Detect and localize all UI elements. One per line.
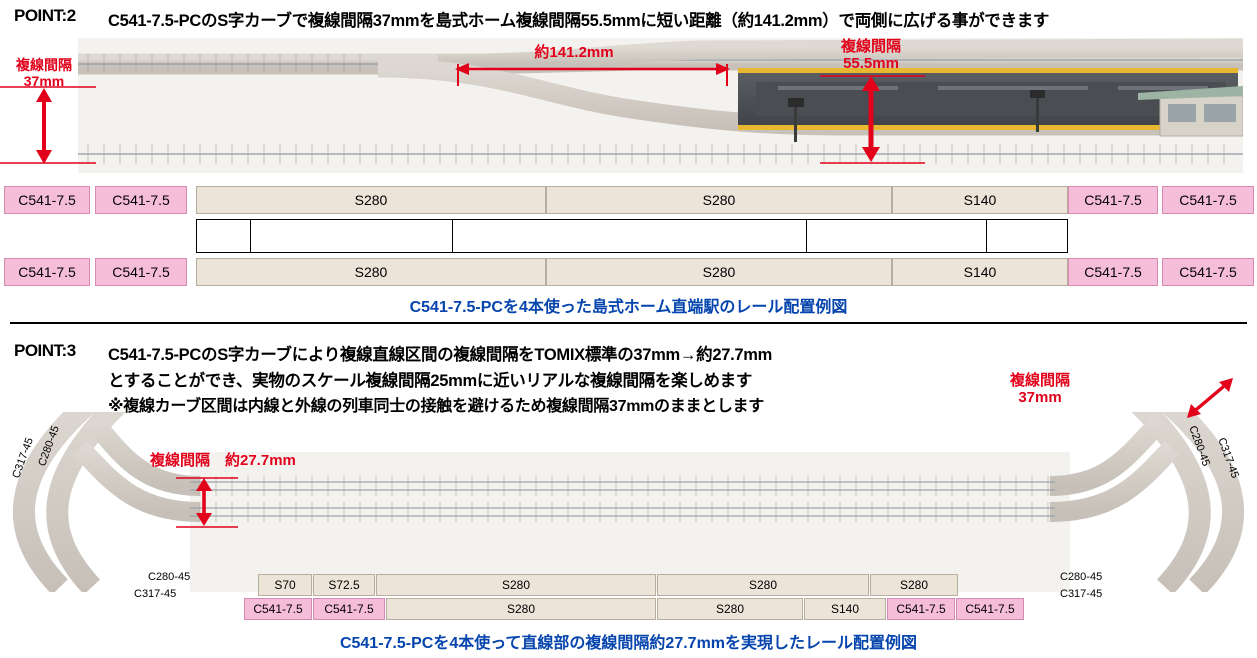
- point2-caption-wrap: C541-7.5-PCを4本使った島式ホーム直端駅のレール配置例図: [0, 293, 1257, 317]
- point3-line3: ※複線カーブ区間は内線と外線の列車同士の接触を避けるため複線間隔37mmのままと…: [108, 398, 764, 415]
- plan-piece: C541-7.5: [1162, 258, 1254, 286]
- point2-headline: C541-7.5-PCのS字カーブで複線間隔37mmを島式ホーム複線間隔55.5…: [108, 12, 1050, 30]
- point3-line1: C541-7.5-PCのS字カーブにより複線直線区間の複線間隔をTOMIX標準の…: [108, 346, 772, 364]
- point2-left-dim-line1: 複線間隔: [16, 57, 72, 73]
- plan-piece-label: C541-7.5: [18, 264, 76, 280]
- plan-piece: S280: [196, 258, 546, 286]
- point2-caption: C541-7.5-PCを4本使った島式ホーム直端駅のレール配置例図: [409, 299, 848, 316]
- plan-piece-label: C541-7.5: [1084, 264, 1142, 280]
- plan-piece-label: C541-7.5: [1179, 192, 1237, 208]
- curve-label-left-c317-lower: C317-45: [134, 588, 177, 600]
- plan-piece: S280: [376, 574, 656, 596]
- plan-piece: S140: [892, 258, 1068, 286]
- plan-piece-label: C541-7.5: [1179, 264, 1237, 280]
- plan-piece-label: S70: [274, 578, 296, 592]
- plan-piece: S280: [196, 186, 546, 214]
- plan-piece-label: S140: [963, 264, 997, 280]
- point2-right-dim-guides: [820, 75, 925, 164]
- point3-caption-wrap: C541-7.5-PCを4本使って直線部の複線間隔約27.7mmを実現したレール…: [0, 629, 1257, 653]
- plan-piece-label: C541-7.5: [112, 192, 170, 208]
- plan-piece: C541-7.5: [1068, 186, 1158, 214]
- point2-left-dim-arrow: [36, 88, 52, 164]
- plan-platform-divider: [986, 219, 987, 253]
- plan-piece-label: S280: [715, 602, 745, 616]
- point3-line2: とすることができ、実物のスケール複線間隔25mmに近いリアルな複線間隔を楽しめま…: [108, 372, 753, 390]
- plan-piece: C541-7.5: [313, 598, 385, 620]
- point3-left-dim-label: 複線間隔 約27.7mm: [150, 452, 296, 469]
- plan-piece-label: S140: [830, 602, 860, 616]
- point2-label: POINT:2: [14, 6, 76, 25]
- plan-piece: C541-7.5: [956, 598, 1024, 620]
- plan-piece: S280: [546, 258, 892, 286]
- point3-right-dim-line2: 37mm: [1018, 389, 1062, 407]
- point2-span-arrow: [455, 63, 730, 86]
- plan-piece-label: S140: [963, 192, 997, 208]
- point2-plan: C541-7.5 C541-7.5 S280 S280 S140 C541-7.…: [0, 186, 1257, 286]
- plan-piece: C541-7.5: [1068, 258, 1158, 286]
- plan-piece: S280: [386, 598, 656, 620]
- plan-piece-label: C541-7.5: [1084, 192, 1142, 208]
- plan-piece: S280: [546, 186, 892, 214]
- plan-platform-divider: [250, 219, 251, 253]
- point2-span-label: 約141.2mm: [534, 44, 614, 61]
- plan-piece: C541-7.5: [4, 186, 90, 214]
- plan-piece: C541-7.5: [95, 258, 187, 286]
- plan-piece-label: C541-7.5: [112, 264, 170, 280]
- plan-piece-label: C541-7.5: [18, 192, 76, 208]
- plan-piece: S280: [657, 574, 869, 596]
- point2-left-dim-label: 複線間隔 37mm: [8, 57, 80, 89]
- plan-piece-label: S280: [354, 264, 388, 280]
- point3-caption: C541-7.5-PCを4本使って直線部の複線間隔約27.7mmを実現したレール…: [339, 635, 918, 652]
- point3-right-dim-arrow: [1187, 378, 1233, 418]
- plan-piece: C541-7.5: [95, 186, 187, 214]
- curve-label-right-c280-lower: C280-45: [1060, 571, 1103, 583]
- plan-piece-label: S280: [702, 264, 736, 280]
- plan-platform-divider: [452, 219, 453, 253]
- point3-right-dim-label: 複線間隔 37mm: [990, 372, 1090, 407]
- plan-piece-label: C541-7.5: [965, 602, 1015, 616]
- point2-right-dim-label: 複線間隔 55.5mm: [818, 38, 924, 73]
- point3-label: POINT:3: [14, 341, 76, 360]
- plan-piece-label: S280: [899, 578, 929, 592]
- plan-piece-label: S280: [748, 578, 778, 592]
- plan-piece-label: S280: [501, 578, 531, 592]
- plan-piece: S70: [258, 574, 312, 596]
- point2-left-dim-guides: [0, 86, 96, 164]
- point3-right-dim-line1: 複線間隔: [1009, 372, 1070, 389]
- point2-right-dim-arrow: [862, 76, 880, 162]
- plan-piece: S140: [804, 598, 886, 620]
- plan-platform-outline: [196, 219, 1068, 253]
- point2-right-dim-line1: 複線間隔: [840, 38, 901, 55]
- point3-left-dim-guides: [176, 477, 238, 528]
- plan-piece-label: C541-7.5: [253, 602, 303, 616]
- plan-piece-label: C541-7.5: [896, 602, 946, 616]
- point3-track-photo: [12, 412, 1245, 592]
- plan-piece: C541-7.5: [887, 598, 955, 620]
- plan-piece-label: S280: [702, 192, 736, 208]
- plan-piece: C541-7.5: [4, 258, 90, 286]
- point2-right-dim-line2: 55.5mm: [843, 55, 899, 73]
- point3-plan: S70 S72.5 S280 S280 S280 C541-7.5 C541-7…: [0, 574, 1257, 626]
- plan-piece-label: S280: [506, 602, 536, 616]
- point3-photo: [0, 412, 1257, 592]
- plan-piece: C541-7.5: [244, 598, 312, 620]
- plan-piece: S280: [870, 574, 958, 596]
- plan-piece: S140: [892, 186, 1068, 214]
- plan-piece: S72.5: [313, 574, 375, 596]
- point2-left-dim-line2: 37mm: [23, 73, 65, 90]
- plan-piece: C541-7.5: [1162, 186, 1254, 214]
- curve-label-left-c280-lower: C280-45: [148, 571, 191, 583]
- plan-piece-label: C541-7.5: [324, 602, 374, 616]
- curve-label-right-c317-lower: C317-45: [1060, 588, 1103, 600]
- plan-piece-label: S72.5: [328, 578, 360, 592]
- point3-left-dim-arrow: [196, 478, 212, 526]
- plan-piece: S280: [657, 598, 803, 620]
- point2-track-photo: [78, 38, 1243, 173]
- section-divider: [10, 322, 1247, 324]
- plan-platform-divider: [806, 219, 807, 253]
- plan-piece-label: S280: [354, 192, 388, 208]
- point2-photo: [78, 38, 1243, 173]
